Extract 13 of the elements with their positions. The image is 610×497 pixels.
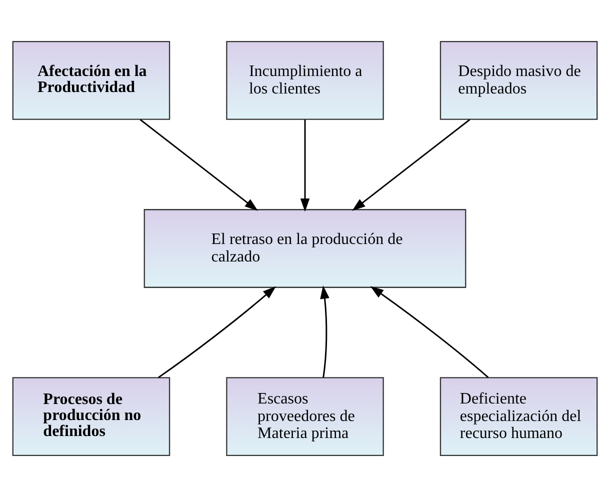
node-box: Procesos de producción no definidos (12, 377, 170, 456)
arrow (158, 286, 276, 378)
arrow (352, 119, 470, 211)
node-box: El retraso en la producción de calzado (144, 209, 466, 288)
arrow (300, 120, 310, 212)
node-box: Afectación en la Productividad (12, 41, 170, 120)
arrow (140, 119, 258, 211)
node-box: Despido masivo de empleados (440, 41, 598, 120)
node-box: Incumplimiento a los clientes (226, 41, 384, 120)
node-box: Deficiente especialización del recurso humano (440, 377, 598, 456)
arrow (320, 285, 330, 378)
node-box: Escasos proveedores de Materia prima (226, 377, 384, 456)
arrow (370, 286, 489, 378)
